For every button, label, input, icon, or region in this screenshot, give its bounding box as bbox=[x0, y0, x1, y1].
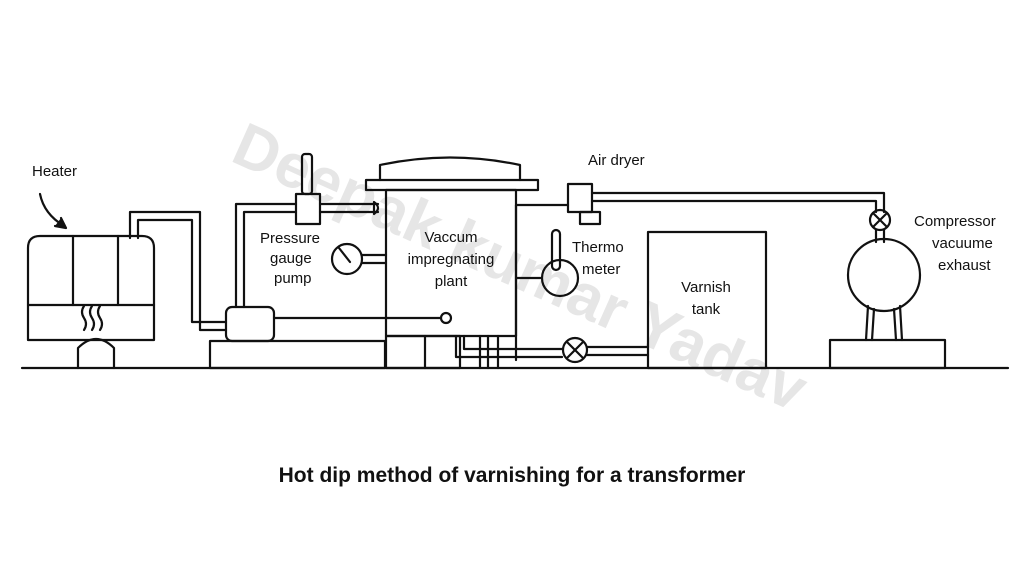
thermometer-label-1: Thermo bbox=[572, 239, 624, 256]
vacuum-plant-lid bbox=[364, 178, 540, 192]
heater-unit bbox=[26, 234, 156, 370]
vacuum-plant-label-3: plant bbox=[435, 273, 468, 290]
lower-valve bbox=[561, 336, 589, 364]
varnish-tank bbox=[646, 230, 768, 370]
vacuum-plant-label-2: impregnating bbox=[408, 251, 495, 268]
air-dryer-label: Air dryer bbox=[588, 152, 645, 169]
vacuum-plant-label-1: Vaccum bbox=[424, 229, 477, 246]
compressor-label-2: vacuume bbox=[932, 235, 993, 252]
pressure-label-3: pump bbox=[274, 270, 312, 287]
varnish-tank-label-2: tank bbox=[692, 301, 721, 318]
air-dryer bbox=[566, 182, 594, 214]
pump-base bbox=[208, 339, 387, 370]
thermometer-stem bbox=[550, 228, 562, 272]
pump-body bbox=[224, 305, 276, 343]
pressure-gauge bbox=[330, 242, 364, 276]
compressor-label-3: exhaust bbox=[938, 257, 991, 274]
varnish-tank-label-1: Varnish bbox=[681, 279, 731, 296]
pressure-valve bbox=[294, 192, 322, 226]
compressor-valve bbox=[868, 208, 892, 232]
pressure-label-1: Pressure bbox=[260, 230, 320, 247]
compressor-base bbox=[828, 338, 947, 370]
diagram-caption: Hot dip method of varnishing for a trans… bbox=[278, 464, 746, 487]
pressure-label-2: gauge bbox=[270, 250, 312, 267]
heater-label: Heater bbox=[32, 163, 77, 180]
compressor-label-1: Compressor bbox=[914, 213, 996, 230]
compressor-body bbox=[846, 237, 922, 313]
thermometer-label-2: meter bbox=[582, 261, 620, 278]
